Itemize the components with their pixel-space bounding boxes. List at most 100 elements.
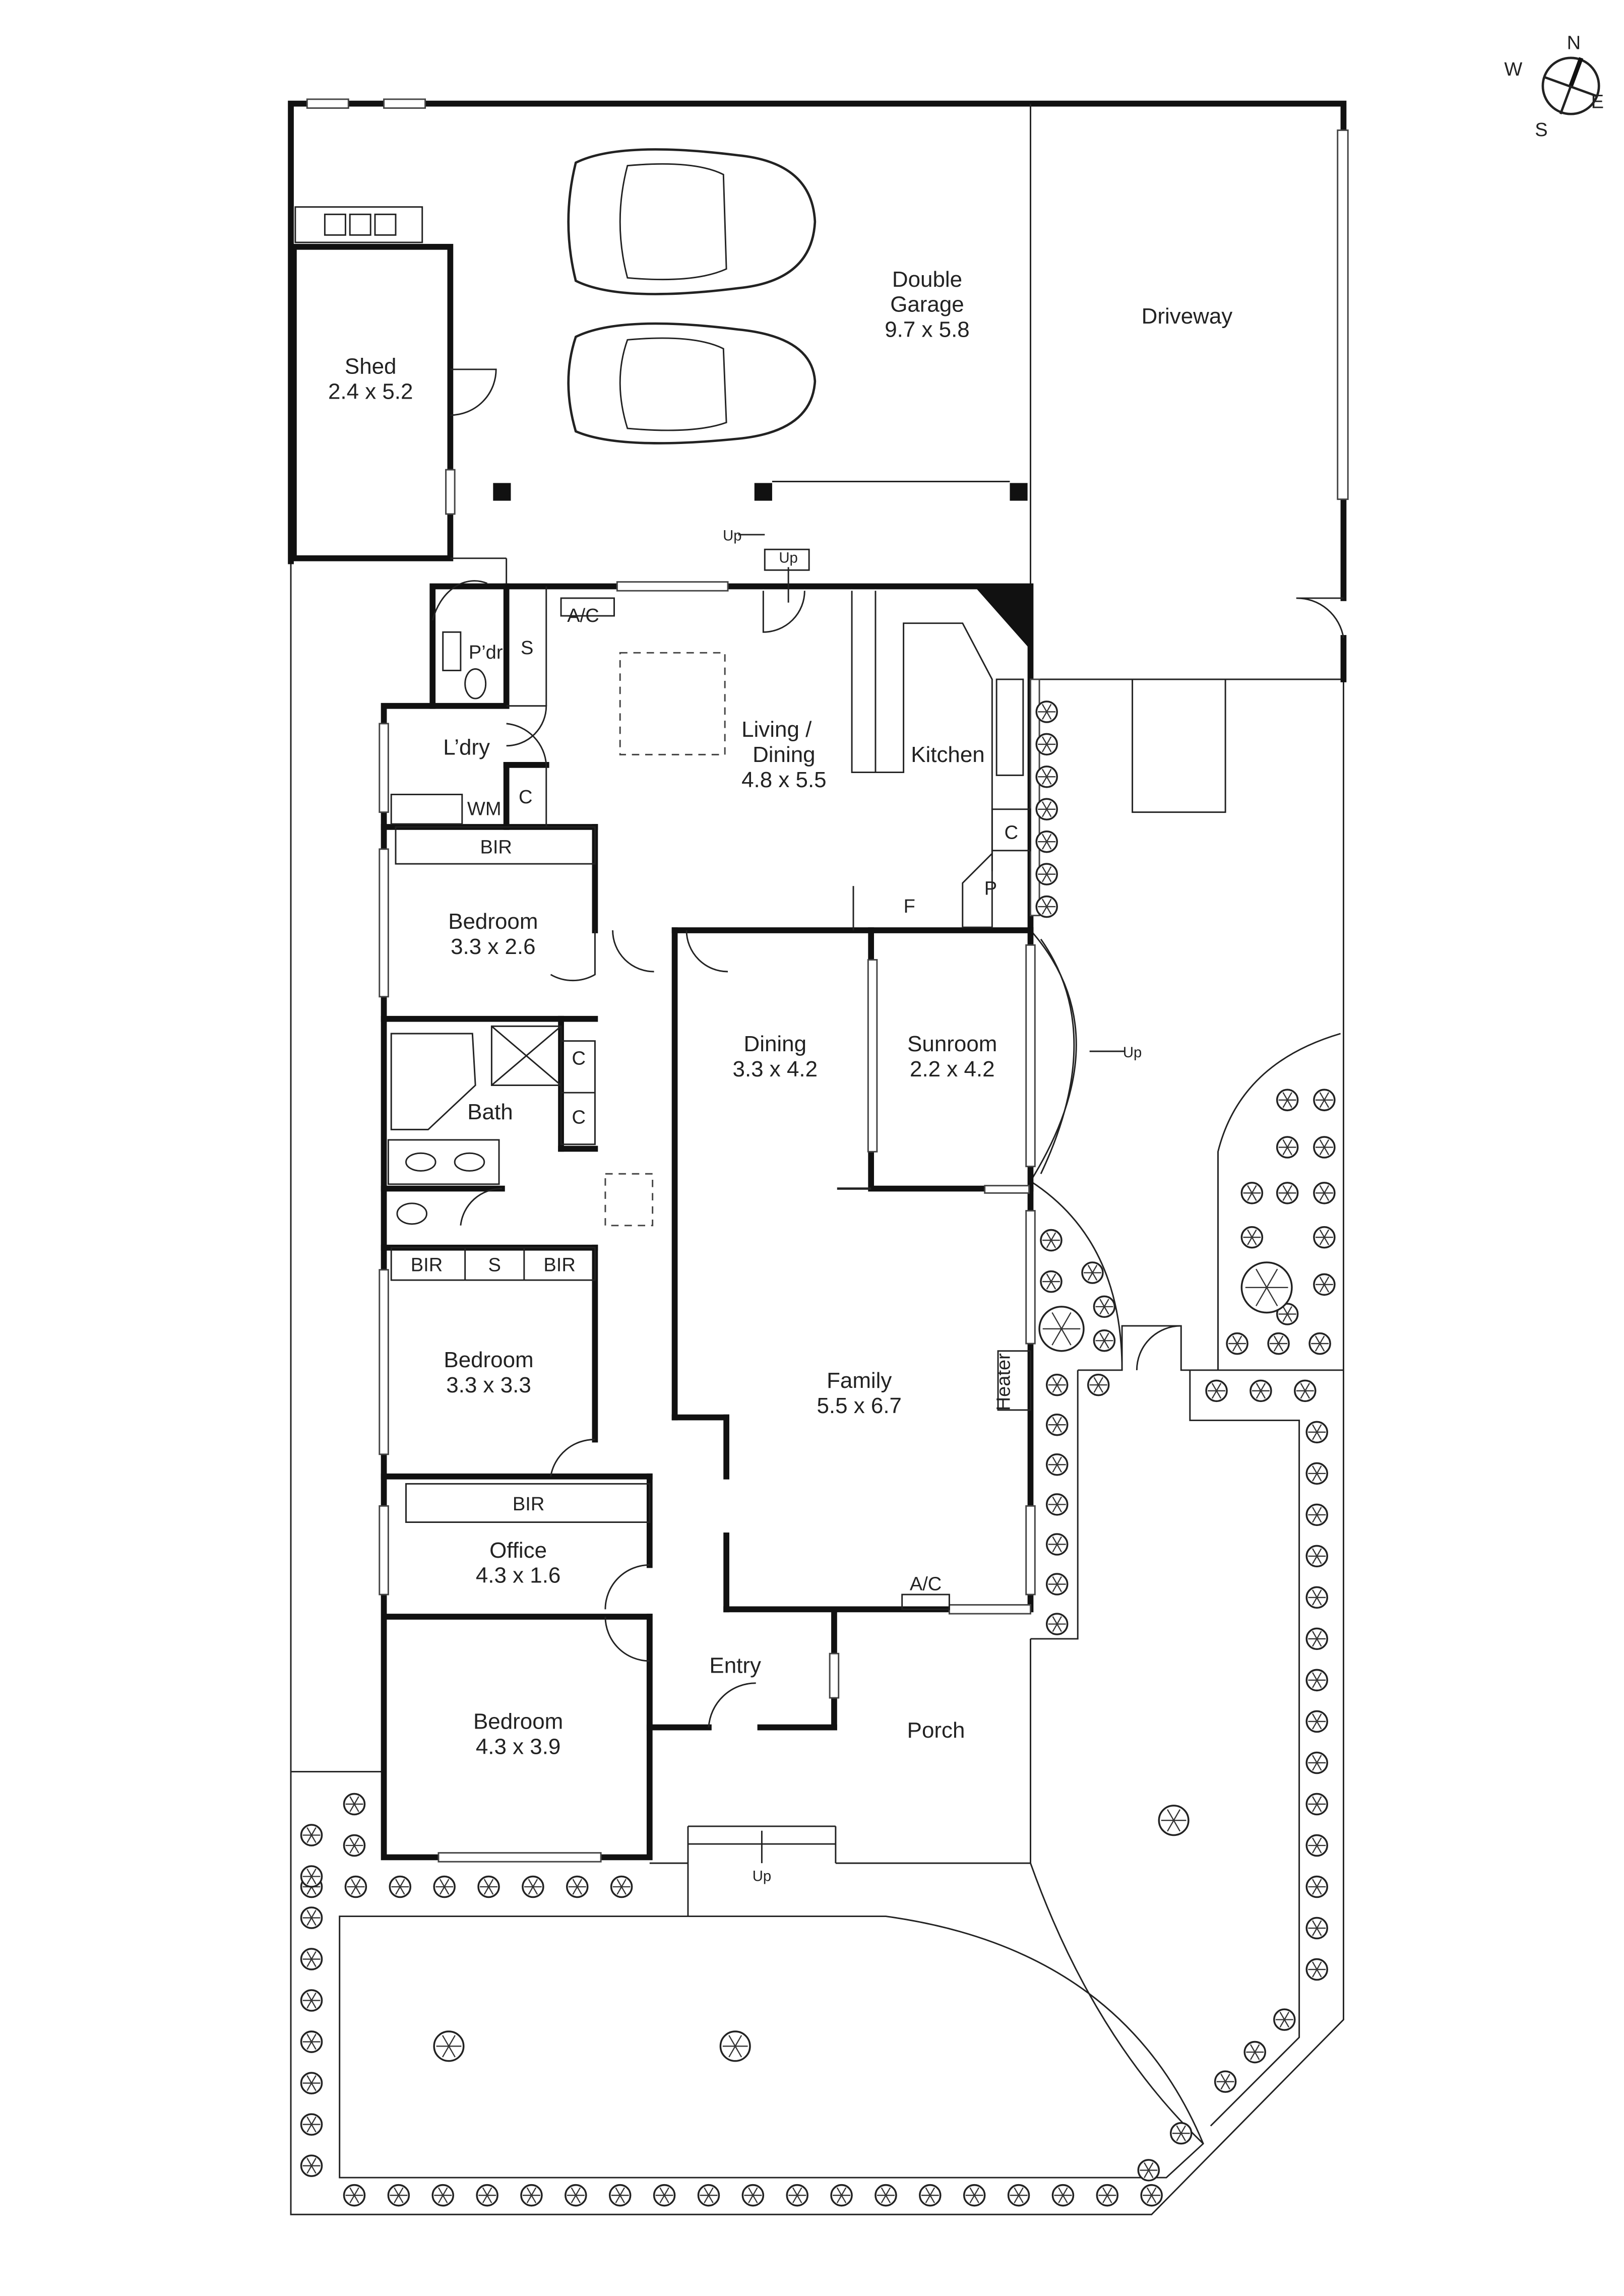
shrub-icon — [1038, 1306, 1085, 1352]
shrub-icon — [1273, 2008, 1296, 2031]
shrub-icon — [300, 2030, 323, 2053]
shrub-icon — [300, 1906, 323, 1929]
shrub-icon — [476, 2184, 498, 2207]
shrub-icon — [433, 1875, 456, 1898]
car-icon — [567, 322, 817, 444]
up-label: Up — [753, 1868, 771, 1884]
shrub-icon — [1305, 1627, 1329, 1650]
shrub-icon — [608, 2184, 632, 2207]
shrub-icon — [1205, 1379, 1228, 1402]
shrub-icon — [741, 2184, 765, 2207]
bir-label: BIR — [411, 1255, 443, 1276]
shrub-icon — [1045, 1493, 1069, 1516]
shrub-icon — [1308, 1332, 1331, 1355]
shrub-icon — [1305, 1917, 1329, 1940]
heater-label: Heater — [993, 1353, 1014, 1411]
shrub-icon — [344, 1875, 367, 1898]
trees — [300, 700, 1336, 2207]
shrub-icon — [1276, 1182, 1299, 1204]
shrub-icon — [1313, 1089, 1336, 1112]
garage — [288, 98, 1349, 682]
shrub-icon — [1313, 1182, 1336, 1204]
shrub-icon — [300, 1989, 323, 2012]
cupboard-label: C — [572, 1107, 586, 1128]
shrub-icon — [1305, 1503, 1329, 1526]
shrub-icon — [1267, 1332, 1290, 1355]
bir-label: BIR — [513, 1494, 544, 1515]
up-label: Up — [779, 550, 797, 566]
shrub-icon — [1305, 1751, 1329, 1774]
shrub-icon — [1305, 1462, 1329, 1485]
compass-south: S — [1535, 119, 1547, 141]
bir-label: BIR — [480, 837, 512, 858]
shrub-icon — [300, 2113, 323, 2136]
shrub-icon — [1035, 766, 1058, 788]
shrub-icon — [1240, 1261, 1293, 1314]
shrub-icon — [1007, 2184, 1030, 2207]
shrub-icon — [1035, 733, 1058, 756]
kitchen-label: Kitchen — [911, 742, 984, 767]
up-label: Up — [1123, 1044, 1142, 1061]
compass-north: N — [1567, 32, 1581, 53]
shrub-icon — [1276, 1303, 1299, 1325]
ac-label: A/C — [567, 605, 599, 626]
shrub-icon — [1051, 2184, 1075, 2207]
pantry-label: P — [984, 878, 997, 900]
ac-label: A/C — [910, 1573, 942, 1595]
shrub-icon — [1294, 1379, 1317, 1402]
shrub-icon — [1305, 1834, 1329, 1857]
shrub-icon — [1276, 1089, 1299, 1112]
shrub-icon — [653, 2184, 676, 2207]
shrub-icon — [697, 2184, 720, 2207]
compass-east: E — [1591, 91, 1604, 112]
shrub-icon — [1096, 2184, 1119, 2207]
shrub-icon — [300, 1824, 323, 1846]
shrub-icon — [1240, 1182, 1264, 1204]
laundry-label: L’dry — [443, 735, 490, 759]
shrub-icon — [300, 2072, 323, 2094]
shrub-icon — [565, 2184, 587, 2207]
site-boundary — [290, 561, 1344, 2215]
shrub-icon — [1035, 895, 1058, 918]
shrub-icon — [1305, 1669, 1329, 1692]
shrub-icon — [786, 2184, 808, 2207]
shrub-icon — [1305, 1958, 1329, 1981]
shrub-icon — [389, 1875, 412, 1898]
shrub-icon — [1276, 1136, 1299, 1159]
shrub-icon — [1093, 1295, 1116, 1318]
house-walls — [379, 534, 1181, 1864]
shrub-icon — [431, 2184, 454, 2207]
shrub-icon — [1087, 1373, 1110, 1396]
shrub-icon — [1045, 1453, 1069, 1476]
shrub-icon — [1313, 1273, 1336, 1296]
shrub-icon — [343, 2184, 366, 2207]
shrub-icon — [1035, 700, 1058, 723]
porch-label: Porch — [907, 1718, 965, 1743]
shrub-icon — [1140, 2184, 1163, 2207]
shrub-icon — [1243, 2040, 1266, 2064]
shrub-icon — [1170, 2122, 1193, 2145]
shrub-icon — [1250, 1379, 1272, 1402]
bir-label: BIR — [543, 1255, 575, 1276]
shrub-icon — [1305, 1586, 1329, 1609]
shrub-icon — [1313, 1226, 1336, 1249]
storage-label: S — [488, 1255, 501, 1276]
shrub-icon — [300, 2154, 323, 2177]
compass-icon: N E S W — [1504, 32, 1604, 141]
shrub-icon — [1137, 2159, 1160, 2182]
shrub-icon — [300, 1948, 323, 1970]
shrub-icon — [1045, 1613, 1069, 1635]
shrub-icon — [1305, 1710, 1329, 1733]
car-icon — [567, 148, 817, 295]
